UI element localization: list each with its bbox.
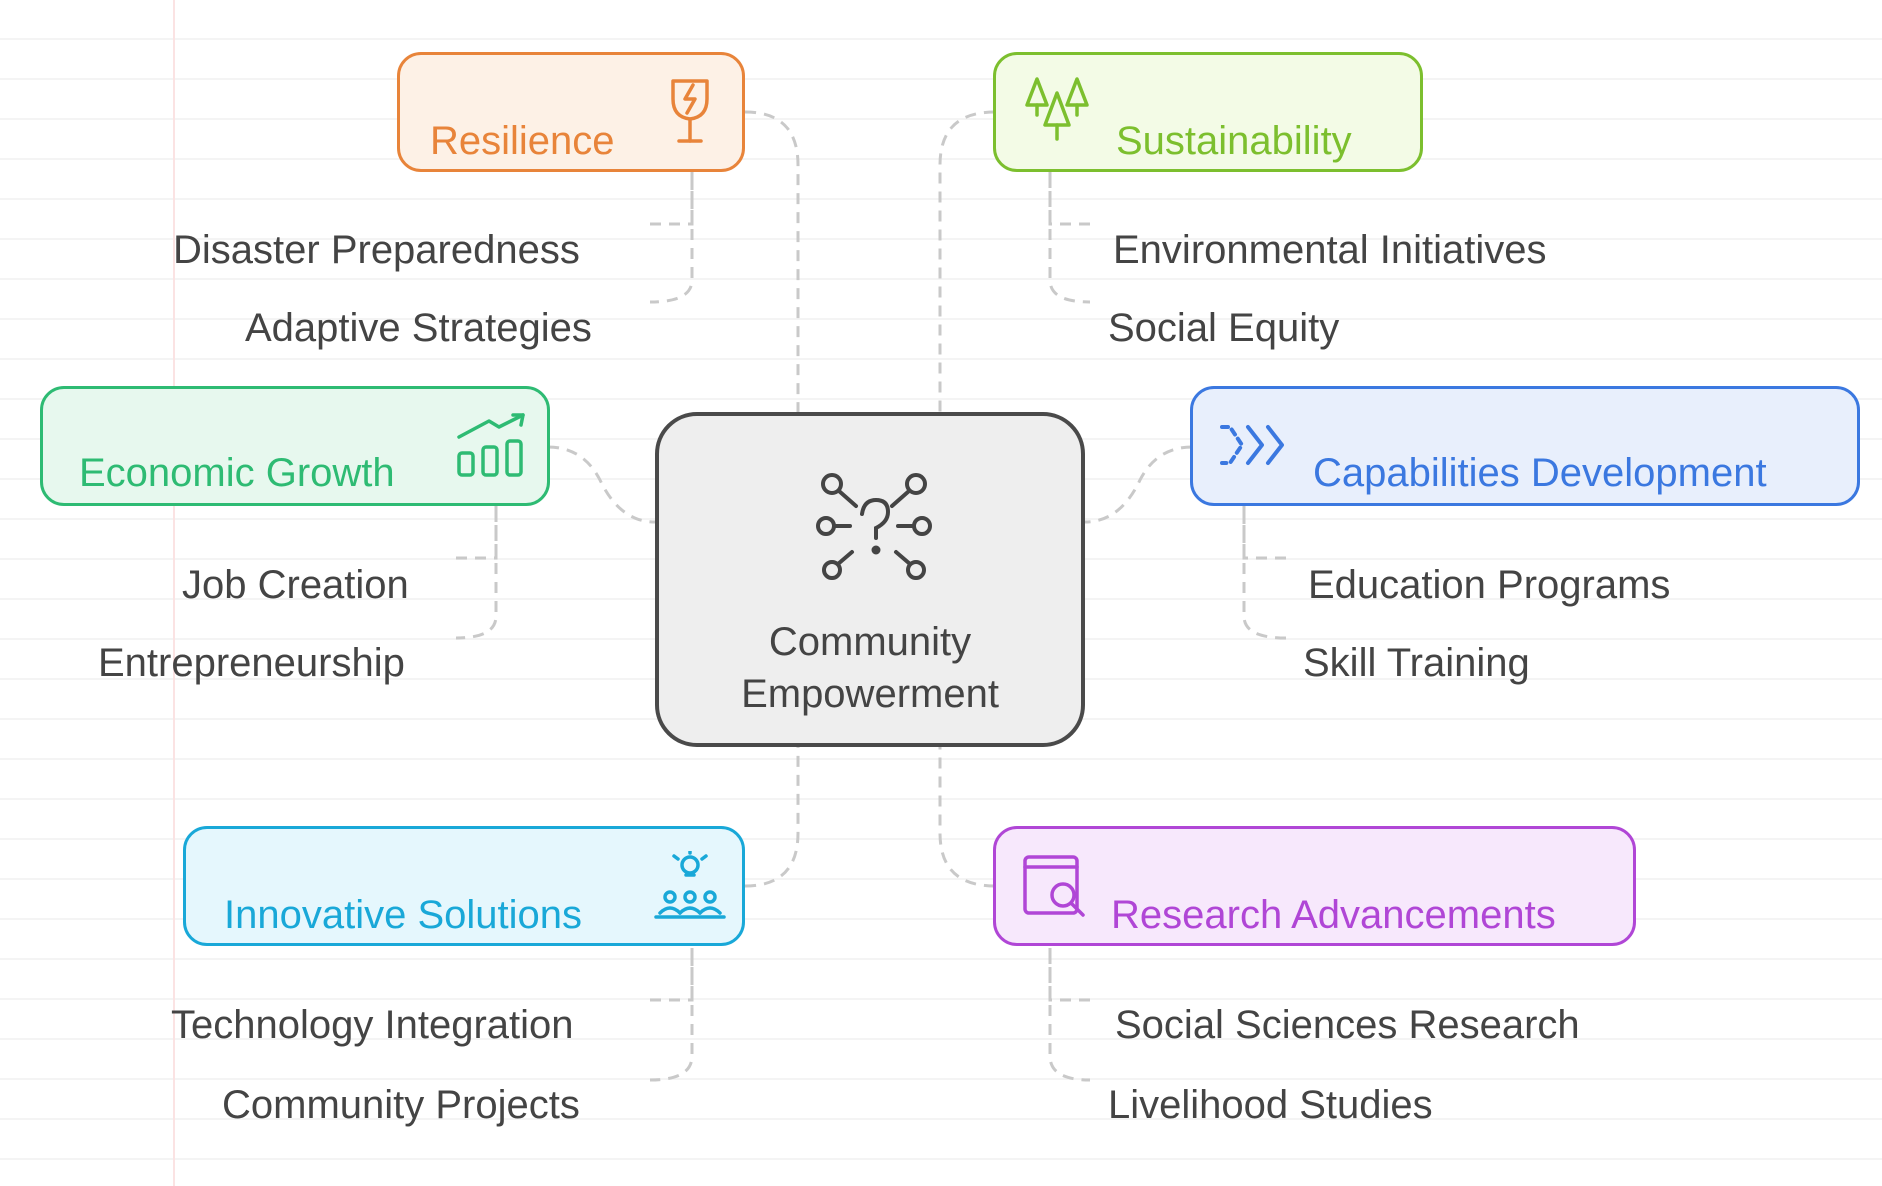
connector-sub-sustainability (1048, 172, 1091, 304)
broken-glass-icon (671, 79, 709, 143)
network-question-icon (816, 473, 932, 580)
connector-sub-resilience (649, 172, 694, 304)
connector-sub-research (1048, 948, 1091, 1082)
connector-sub-economic (455, 506, 498, 640)
connector-innovative (744, 747, 800, 888)
connector-economic-growth (547, 445, 656, 524)
connector-capabilities (1084, 445, 1193, 524)
lightbulb-people-icon (654, 851, 726, 919)
connector-sustainability (938, 110, 996, 412)
node-innovative-solutions: Innovative Solutions (183, 826, 745, 946)
margin-line (173, 0, 175, 1186)
trees-icon (1025, 77, 1089, 141)
double-chevron-icon (1220, 425, 1284, 465)
node-economic-growth-label: Economic Growth (79, 451, 395, 495)
node-economic-growth: Economic Growth (40, 386, 550, 506)
central-node: Community Empowerment (655, 412, 1085, 747)
connector-sub-capabilities (1242, 506, 1287, 640)
growth-chart-icon (457, 413, 525, 477)
node-resilience-label: Resilience (430, 119, 615, 163)
node-sustainability: Sustainability (993, 52, 1423, 172)
central-title: Community Empowerment (659, 616, 1081, 720)
central-title-line1: Community (768, 620, 972, 664)
item-job-creation: Job Creation (182, 563, 409, 607)
node-resilience: Resilience (397, 52, 745, 172)
item-adaptive-strategies: Adaptive Strategies (245, 306, 592, 350)
item-technology-integration: Technology Integration (171, 1003, 574, 1047)
node-capabilities-development: Capabilities Development (1190, 386, 1860, 506)
central-title-line2: Empowerment (741, 672, 999, 716)
search-window-icon (1023, 855, 1085, 917)
node-capabilities-development-label: Capabilities Development (1313, 451, 1767, 495)
item-community-projects: Community Projects (222, 1083, 580, 1127)
item-environmental-initiatives: Environmental Initiatives (1113, 228, 1547, 272)
connector-sub-innovative (649, 948, 694, 1082)
item-social-equity: Social Equity (1108, 306, 1340, 350)
item-skill-training: Skill Training (1303, 641, 1530, 685)
node-sustainability-label: Sustainability (1116, 119, 1352, 163)
connector-research (938, 747, 996, 888)
item-disaster-preparedness: Disaster Preparedness (173, 228, 580, 272)
item-livelihood-studies: Livelihood Studies (1108, 1083, 1433, 1127)
node-research-advancements-label: Research Advancements (1111, 893, 1556, 937)
node-research-advancements: Research Advancements (993, 826, 1636, 946)
item-social-sciences-research: Social Sciences Research (1115, 1003, 1580, 1047)
item-education-programs: Education Programs (1308, 563, 1671, 607)
node-innovative-solutions-label: Innovative Solutions (224, 893, 583, 937)
item-entrepreneurship: Entrepreneurship (98, 641, 405, 685)
connector-resilience (744, 110, 800, 412)
